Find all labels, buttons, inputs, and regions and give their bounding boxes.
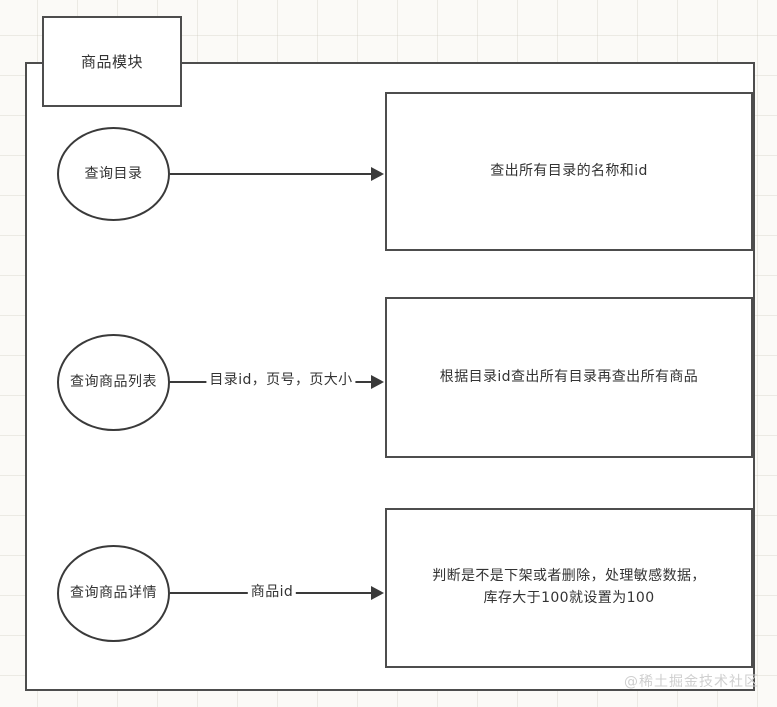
node-circle-label: 查询商品详情 [70,585,157,602]
node-circle-query-product-detail[interactable]: 查询商品详情 [57,545,170,642]
node-circle-query-product-list[interactable]: 查询商品列表 [57,334,170,431]
description-line-2: 库存大于100就设置为100 [483,590,655,606]
description-line-1: 判断是不是下架或者删除，处理敏感数据， [432,568,706,585]
arrowhead-icon-query-product-detail [371,586,384,600]
node-circle-label: 查询商品列表 [70,374,157,391]
module-title-box[interactable]: 商品模块 [42,16,182,107]
node-circle-label: 查询目录 [84,165,143,182]
edge-label-query-product-detail: 商品id [247,580,297,602]
arrowhead-icon-query-catalog [371,167,384,181]
arrowhead-icon-query-product-list [371,375,384,389]
description-label: 判断是不是下架或者删除，处理敏感数据， 库存大于100就设置为100 [432,566,706,609]
description-label: 查出所有目录的名称和id [490,162,648,179]
connector-line-query-catalog [170,173,377,175]
description-box-query-product-detail[interactable]: 判断是不是下架或者删除，处理敏感数据， 库存大于100就设置为100 [385,508,753,668]
description-box-query-product-list[interactable]: 根据目录id查出所有目录再查出所有商品 [385,297,753,458]
edge-label-query-product-list: 目录id，页号，页大小 [206,368,356,390]
description-label: 根据目录id查出所有目录再查出所有商品 [439,368,699,385]
module-title-label: 商品模块 [80,53,143,71]
description-box-query-catalog[interactable]: 查出所有目录的名称和id [385,92,753,251]
node-circle-query-catalog[interactable]: 查询目录 [57,127,170,221]
watermark-label: @稀土掘金技术社区 [624,674,759,690]
